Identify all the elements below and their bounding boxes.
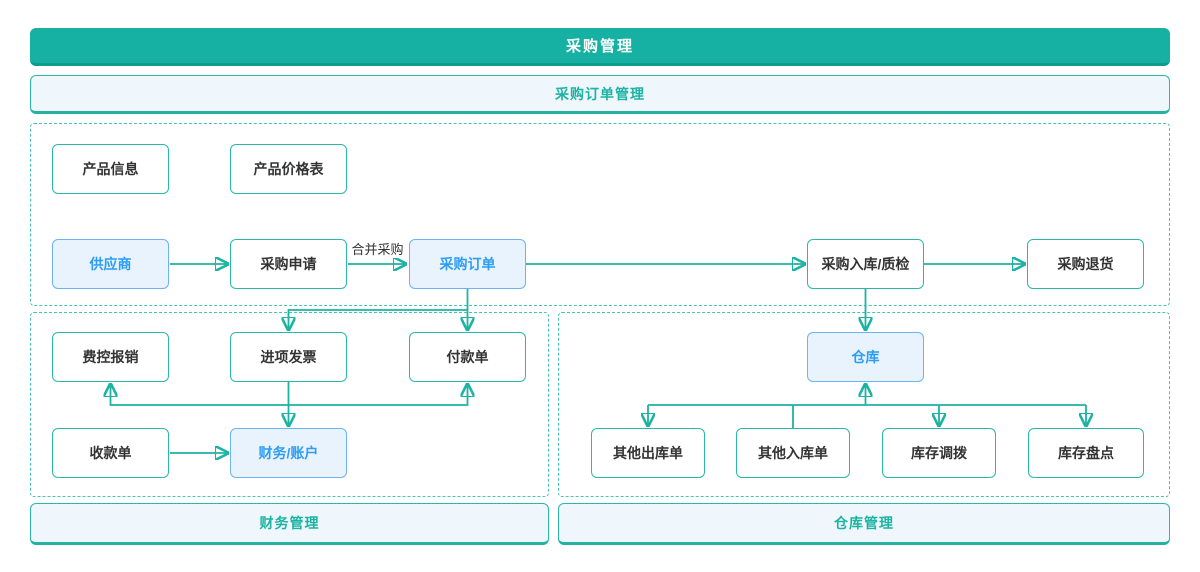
node-receipt-slip[interactable]: 收款单: [52, 428, 169, 478]
node-warehouse[interactable]: 仓库: [807, 332, 924, 382]
node-label: 产品价格表: [253, 161, 324, 177]
node-label: 付款单: [446, 349, 489, 365]
header-banner: 采购管理: [30, 28, 1170, 66]
node-label: 采购订单: [439, 256, 496, 272]
node-inventory-count[interactable]: 库存盘点: [1028, 428, 1144, 478]
node-expense-reimbursement[interactable]: 费控报销: [52, 332, 169, 382]
node-purchase-request[interactable]: 采购申请: [230, 239, 347, 289]
node-label: 其他入库单: [758, 445, 828, 461]
region-purchase-order-mgmt: [30, 123, 1170, 306]
node-label: 产品信息: [82, 161, 139, 177]
region-warehouse-mgmt: [558, 312, 1170, 497]
section-label: 采购订单管理: [555, 85, 645, 102]
section-banner-finance-mgmt: 财务管理: [30, 503, 549, 545]
node-product-info[interactable]: 产品信息: [52, 144, 169, 194]
node-label: 采购退货: [1057, 256, 1114, 272]
section-label: 财务管理: [259, 515, 320, 531]
node-label: 进项发票: [260, 349, 317, 365]
node-purchase-return[interactable]: 采购退货: [1027, 239, 1144, 289]
node-label: 仓库: [851, 349, 880, 365]
node-label: 费控报销: [82, 349, 139, 365]
node-product-price-list[interactable]: 产品价格表: [230, 144, 347, 194]
node-finance-account[interactable]: 财务/账户: [230, 428, 347, 478]
section-label: 仓库管理: [834, 515, 894, 531]
node-other-outbound[interactable]: 其他出库单: [591, 428, 705, 478]
node-purchase-inbound-qc[interactable]: 采购入库/质检: [807, 239, 924, 289]
node-input-invoice[interactable]: 进项发票: [230, 332, 347, 382]
node-label: 库存调拨: [911, 445, 967, 461]
edge-label-merge-purchase: 合并采购: [347, 242, 408, 258]
node-label: 库存盘点: [1058, 445, 1114, 461]
node-label: 采购申请: [260, 256, 317, 272]
node-inventory-transfer[interactable]: 库存调拨: [882, 428, 996, 478]
page-title: 采购管理: [565, 38, 634, 55]
node-purchase-order[interactable]: 采购订单: [409, 239, 526, 289]
node-supplier[interactable]: 供应商: [52, 239, 169, 289]
node-label: 财务/账户: [258, 445, 319, 461]
section-banner-warehouse-mgmt: 仓库管理: [558, 503, 1170, 545]
node-label: 收款单: [89, 445, 132, 461]
section-banner-purchase-order-mgmt: 采购订单管理: [30, 75, 1170, 114]
node-label: 供应商: [89, 256, 132, 272]
node-other-inbound[interactable]: 其他入库单: [736, 428, 850, 478]
node-payment-slip[interactable]: 付款单: [409, 332, 526, 382]
node-label: 其他出库单: [613, 445, 683, 461]
node-label: 采购入库/质检: [821, 256, 910, 272]
